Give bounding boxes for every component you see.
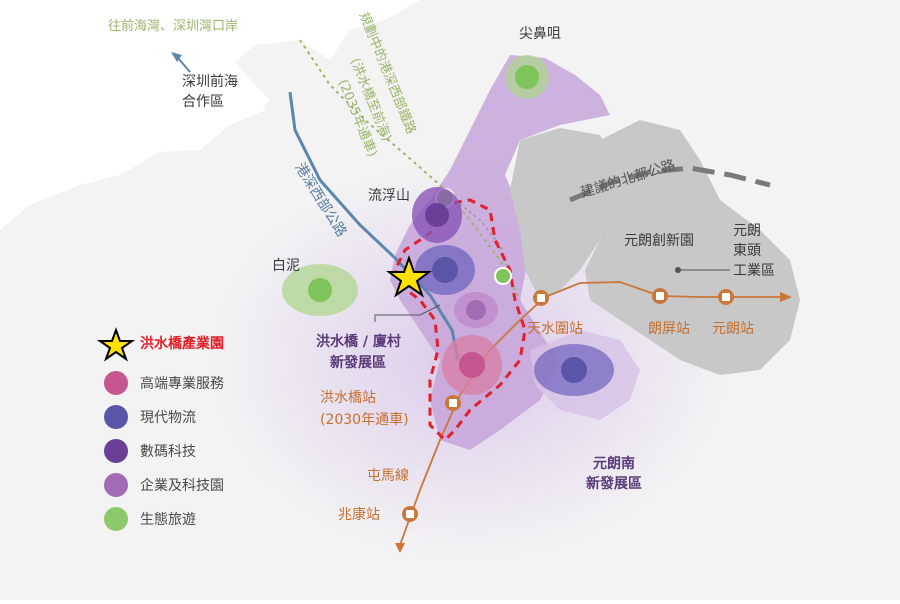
legend-label: 數碼科技 [140,444,196,460]
label-tin-shui-wai-station: 天水圍站 [527,321,583,337]
western-corridor-road [288,91,460,361]
legend-item: 企業及科技園 [104,473,224,497]
legend-label: 生態旅遊 [140,512,196,528]
legend-label: 企業及科技園 [140,477,224,494]
label-hsk-nda-2: 新發展區 [330,354,386,371]
qianhai-arrowhead [171,52,182,62]
label-hsk-station: 洪水橋站 [320,390,376,406]
label-hsk-nda: 洪水橋 / 廈村 [316,333,401,350]
label-lau-fau-shan: 流浮山 [368,188,410,204]
professional-services-icon [442,335,502,395]
legend-label: 高端專業服務 [140,375,224,392]
station-long-ping [652,288,668,304]
digital-tech-icon [104,439,128,463]
grey-zone-yuenlong [585,120,800,375]
label-tuen-ma-line: 屯馬線 [367,468,409,484]
legend-item-star: 洪水橋產業園 [96,327,224,362]
logistics-icon [104,405,128,429]
legend-item: 高端專業服務 [104,371,224,395]
label-tsim-bei-tsui: 尖鼻咀 [519,25,561,42]
eco-tourism-icon [505,55,549,99]
northern-highway [569,165,771,203]
label-siu-hong-station: 兆康站 [338,506,380,523]
legend-label: 現代物流 [140,410,196,426]
grey-zone-tsw [510,128,615,300]
station-hung-shui-kiu [445,395,461,411]
legend-label: 洪水橋產業園 [140,335,224,352]
logistics-icon [415,245,475,295]
logistics-icon [534,344,614,396]
legend: 洪水橋產業園 高端專業服務 現代物流 數碼科技 企業及科技園 生態旅遊 [96,327,224,531]
eco-tourism-icon [104,507,128,531]
label-yuen-long-station: 元朗站 [712,321,754,337]
hsk-industry-park-star [386,255,432,298]
label-long-ping-station: 朗屏站 [648,321,690,337]
label-yuen-long-innopark: 元朗創新園 [624,233,694,249]
label-qianhai-zone: 深圳前海 [182,73,238,90]
legend-item: 生態旅遊 [104,507,196,531]
label-ylsouth-2: 新發展區 [586,475,642,492]
planned-rail-line [299,39,521,301]
label-tung-tau-2: 東頭 [733,243,761,259]
station-siu-hong [402,506,418,522]
line-arrow-east [780,292,792,302]
shenzhen-coast [0,0,420,230]
legend-item: 現代物流 [104,405,196,429]
station-yuen-long [718,289,734,305]
hsk-industry-boundary [393,198,527,443]
professional-services-icon [104,371,128,395]
label-pak-nai: 白泥 [272,258,300,274]
eco-tourism-icon [282,264,358,316]
label-qianhai-zone-2: 合作區 [182,94,224,110]
tech-park-icon [104,473,128,497]
hsk-nda-leader [374,304,441,322]
eco-tourism-icon [494,267,512,285]
line-arrow-south [395,543,405,553]
station-tin-shui-wai [533,290,549,306]
purple-zone [390,55,610,450]
digital-tech-icon [412,187,462,243]
label-ylsouth: 元朗南 [593,455,635,472]
qianhai-arrow [177,57,191,73]
label-tung-tau-1: 元朗 [733,223,761,239]
label-qianhai-bay: 往前海灣、深圳灣口岸 [108,18,238,34]
legend-item: 數碼科技 [104,439,196,463]
label-tung-tau-3: 工業區 [733,263,775,279]
tech-park-icon [454,292,498,328]
label-hsk-station-2: (2030年通車) [320,411,409,428]
